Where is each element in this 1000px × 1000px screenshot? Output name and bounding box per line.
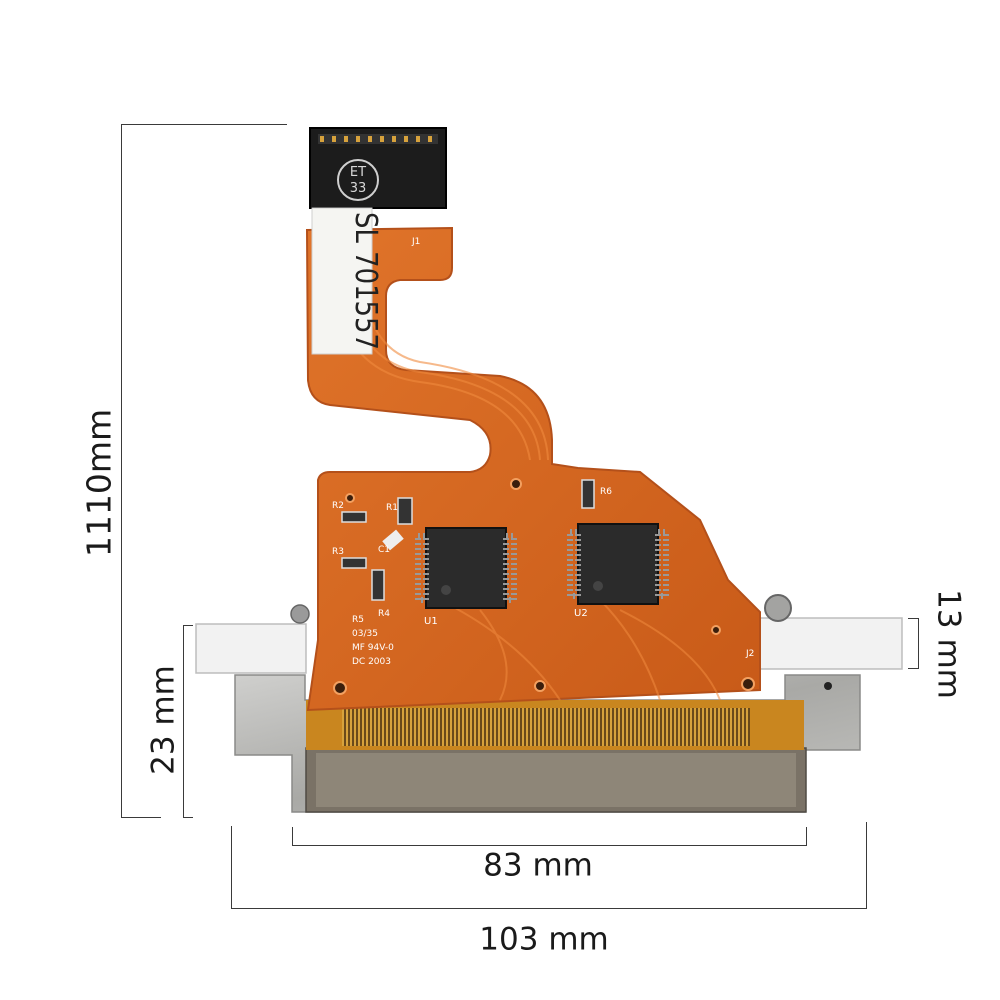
pcb-marking-2: MF 94V-0 bbox=[352, 643, 394, 653]
dim-line-total-height-bottom-tick bbox=[121, 817, 161, 818]
component-r3 bbox=[341, 557, 367, 569]
dim-label-right-height: 13 mm bbox=[930, 589, 967, 699]
chip-label-u1: U1 bbox=[424, 616, 438, 627]
ref-r3: R3 bbox=[332, 547, 344, 557]
pcb-marking-1: 03/35 bbox=[352, 629, 378, 639]
dim-line-outer-width-right-tick bbox=[866, 822, 867, 909]
pcb-marking-3: DC 2003 bbox=[352, 657, 391, 667]
connector-mark-line1: ET bbox=[350, 165, 366, 180]
component-r2 bbox=[341, 511, 367, 523]
nozzle-plate-inner bbox=[316, 753, 796, 807]
ref-r1: R1 bbox=[386, 503, 398, 513]
component-c1 bbox=[382, 529, 404, 551]
dim-line-left-height bbox=[183, 625, 184, 817]
dim-line-outer-width-left-tick bbox=[231, 826, 232, 909]
chip-u1 bbox=[415, 527, 517, 609]
dim-line-outer-width bbox=[231, 908, 867, 909]
component-r1 bbox=[397, 497, 413, 525]
component-r6 bbox=[581, 479, 595, 509]
screw-left bbox=[290, 604, 310, 624]
component-r4 bbox=[371, 569, 385, 601]
ref-r5: R5 bbox=[352, 615, 364, 625]
ref-r2: R2 bbox=[332, 501, 344, 511]
dim-line-right-height-bottom-tick bbox=[908, 668, 918, 669]
dim-label-outer-width: 103 mm bbox=[479, 921, 609, 958]
ref-j2: J2 bbox=[745, 649, 754, 659]
dim-label-left-height: 23 mm bbox=[145, 665, 182, 775]
connector-stamp bbox=[337, 159, 379, 201]
ref-r4: R4 bbox=[378, 609, 390, 619]
dim-label-total-height: 1110mm bbox=[79, 408, 119, 558]
ref-c1: C1 bbox=[378, 545, 390, 555]
bracket-left bbox=[195, 623, 307, 674]
serial-sticker bbox=[311, 207, 373, 355]
contact-teeth bbox=[342, 708, 750, 746]
chip-u2 bbox=[567, 523, 669, 605]
connector-mark-line2: 33 bbox=[350, 181, 367, 196]
screw-right bbox=[764, 594, 792, 622]
serial-label: SL 701557 bbox=[348, 212, 383, 350]
dim-label-inner-width: 83 mm bbox=[483, 847, 593, 884]
ref-j1: J1 bbox=[411, 237, 420, 247]
dim-line-inner-width-left-tick bbox=[292, 827, 293, 846]
bracket-right bbox=[759, 617, 903, 670]
dim-line-inner-width bbox=[292, 845, 806, 846]
dim-line-total-height-top-tick bbox=[121, 124, 287, 125]
ref-r6: R6 bbox=[600, 487, 612, 497]
dim-line-left-height-top-tick bbox=[183, 625, 193, 626]
chip-label-u2: U2 bbox=[574, 608, 588, 619]
dim-line-inner-width-right-tick bbox=[806, 827, 807, 846]
dim-line-right-height-top-tick bbox=[908, 618, 918, 619]
mounting-hole bbox=[824, 682, 832, 690]
dim-line-right-height bbox=[918, 618, 919, 669]
dim-line-total-height bbox=[121, 124, 122, 818]
dim-line-left-height-bottom-tick bbox=[183, 817, 193, 818]
